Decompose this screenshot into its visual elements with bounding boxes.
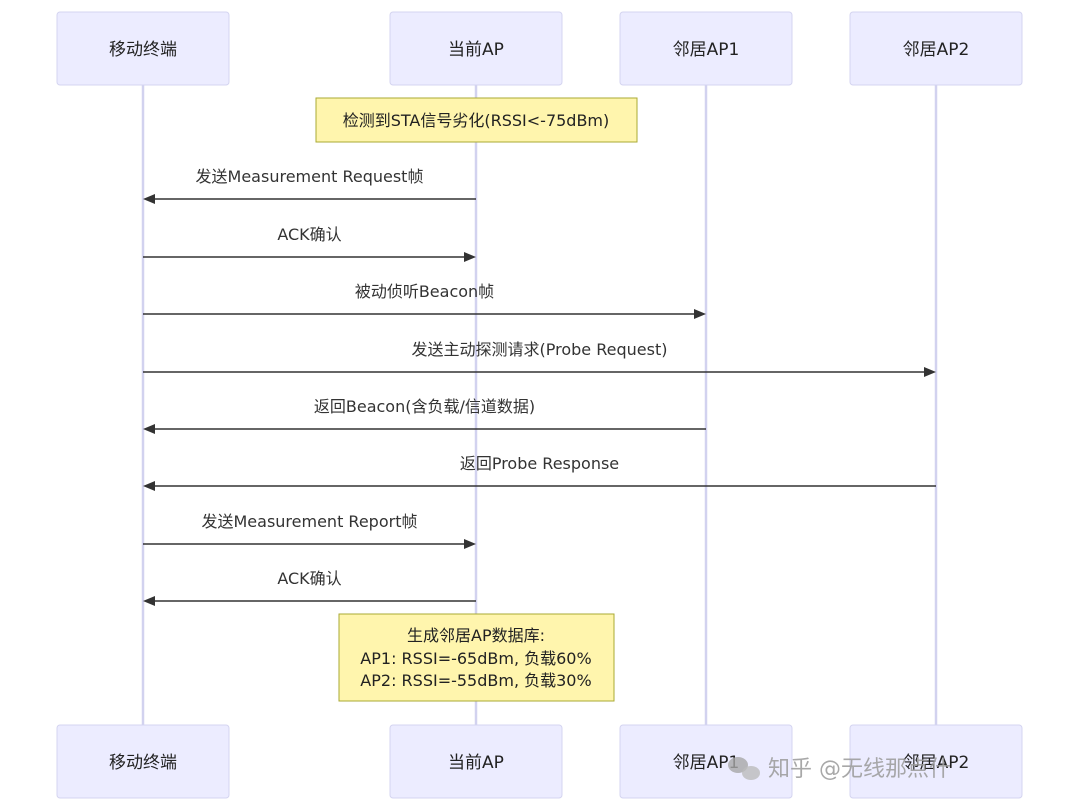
message-label: 返回Beacon(含负载/信道数据) [314, 397, 535, 416]
message-arrow: ACK确认 [143, 569, 476, 606]
message-arrow: ACK确认 [143, 225, 476, 262]
actor-neighbor-ap2-top[interactable]: 邻居AP2 [849, 11, 1023, 86]
message-arrow: 返回Probe Response [143, 454, 936, 491]
actor-label: 当前AP [448, 40, 504, 60]
message-label: 发送Measurement Report帧 [202, 512, 418, 531]
actor-label: 邻居AP1 [673, 753, 740, 773]
actor-label: 邻居AP1 [673, 40, 740, 60]
message-arrow: 返回Beacon(含负载/信道数据) [143, 397, 706, 434]
note-signal-degradation: 检测到STA信号劣化(RSSI<-75dBm) [315, 97, 638, 143]
arrowhead-icon [924, 367, 936, 377]
note-neighbor-database: 生成邻居AP数据库: AP1: RSSI=-65dBm, 负载60% AP2: … [338, 613, 615, 702]
actor-label: 邻居AP2 [903, 40, 970, 60]
arrowhead-icon [694, 309, 706, 319]
message-arrow: 被动侦听Beacon帧 [143, 282, 706, 319]
arrowhead-icon [143, 424, 155, 434]
message-label: 返回Probe Response [460, 454, 619, 473]
message-arrow: 发送Measurement Report帧 [143, 512, 476, 549]
actor-neighbor-ap1-bottom[interactable]: 邻居AP1 [619, 724, 793, 799]
note-line: AP1: RSSI=-65dBm, 负载60% [360, 649, 591, 668]
note-line: AP2: RSSI=-55dBm, 负载30% [360, 671, 591, 690]
arrowhead-icon [143, 596, 155, 606]
arrowhead-icon [143, 481, 155, 491]
message-label: 发送主动探测请求(Probe Request) [412, 340, 668, 359]
actor-mobile-terminal-top[interactable]: 移动终端 [56, 11, 230, 86]
message-arrow: 发送Measurement Request帧 [143, 167, 476, 204]
actor-label: 邻居AP2 [903, 753, 970, 773]
actor-mobile-terminal-bottom[interactable]: 移动终端 [56, 724, 230, 799]
actor-label: 移动终端 [109, 40, 177, 60]
watermark: 知乎 @无线那点什 [728, 757, 951, 782]
message-label: 被动侦听Beacon帧 [355, 282, 494, 301]
actor-current-ap-top[interactable]: 当前AP [389, 11, 563, 86]
watermark-text: 知乎 @无线那点什 [768, 757, 951, 782]
arrowhead-icon [464, 252, 476, 262]
note-line: 生成邻居AP数据库: [407, 626, 545, 645]
actor-label: 移动终端 [109, 753, 177, 773]
message-label: 发送Measurement Request帧 [196, 167, 424, 186]
actor-label: 当前AP [448, 753, 504, 773]
actor-current-ap-bottom[interactable]: 当前AP [389, 724, 563, 799]
arrowhead-icon [464, 539, 476, 549]
message-label: ACK确认 [277, 225, 341, 244]
note-line: 检测到STA信号劣化(RSSI<-75dBm) [343, 111, 610, 130]
wechat-logo-icon [728, 757, 760, 780]
arrowhead-icon [143, 194, 155, 204]
message-arrow: 发送主动探测请求(Probe Request) [143, 340, 936, 377]
actor-neighbor-ap1-top[interactable]: 邻居AP1 [619, 11, 793, 86]
actor-neighbor-ap2-bottom[interactable]: 邻居AP2 [849, 724, 1023, 799]
message-label: ACK确认 [277, 569, 341, 588]
